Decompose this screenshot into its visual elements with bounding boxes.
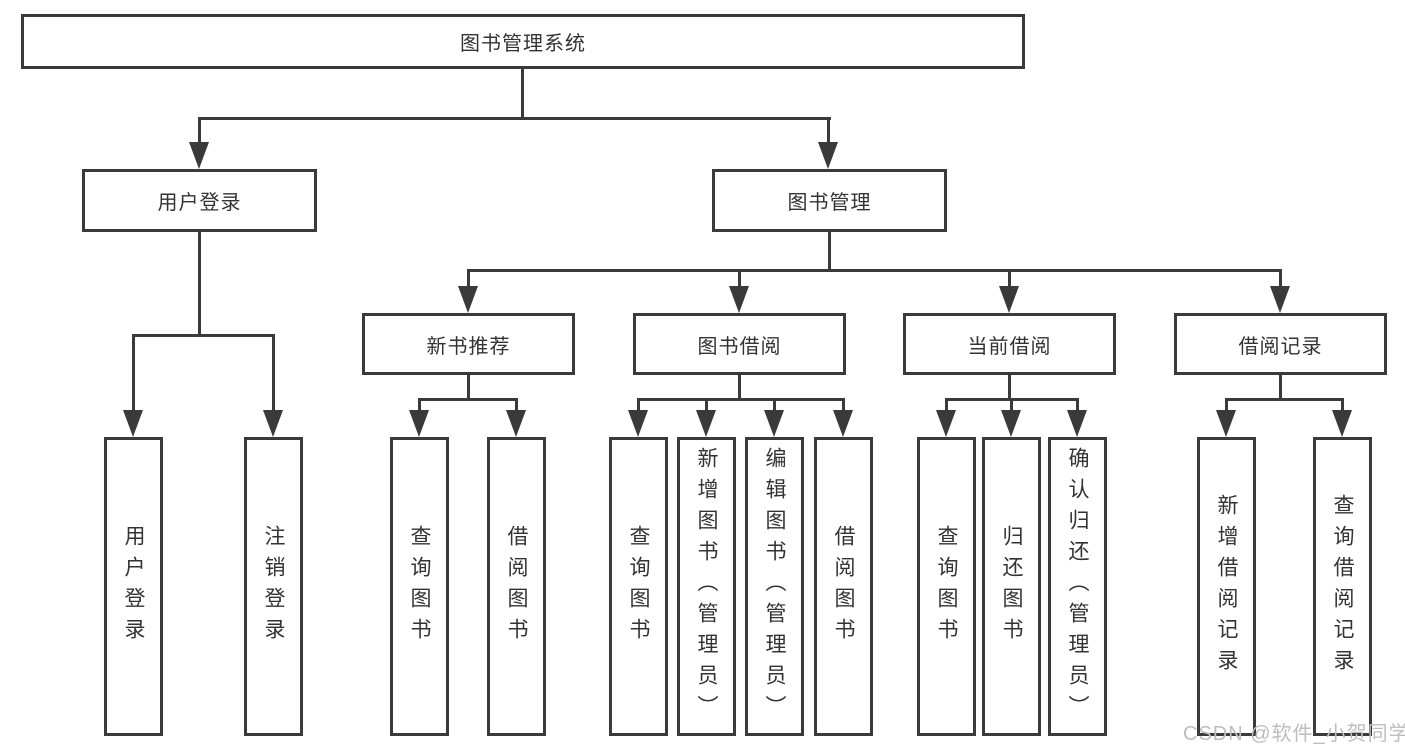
leaf-br-add-record: 新增借阅记录 xyxy=(1197,437,1256,736)
arrow-down-bb-add xyxy=(696,410,716,437)
arrow-down-bb-borrow xyxy=(833,410,853,437)
csdn-watermark: CSDN @软件_小贺同学 xyxy=(1183,723,1405,745)
leaf-nb-query-book-label: 查询图书 xyxy=(408,524,431,649)
node-current-borrow: 当前借阅 xyxy=(903,313,1116,375)
leaf-bb-edit-book-label: 编辑图书（管理员） xyxy=(763,447,786,726)
node-book-management-label: 图书管理 xyxy=(787,192,872,214)
connector-br-stem xyxy=(1279,375,1282,401)
connector-drop-book-management xyxy=(827,117,830,144)
connector-drop-leaf-logout xyxy=(272,334,275,413)
arrow-down-book-management xyxy=(818,142,838,169)
arrow-down-br-query xyxy=(1332,410,1352,437)
arrow-down-cb-confirm xyxy=(1067,410,1087,437)
node-current-borrow-label: 当前借阅 xyxy=(967,335,1052,358)
connector-root-rail xyxy=(198,117,831,120)
arrow-down-leaf-logout xyxy=(263,410,283,437)
leaf-user-login-label: 用户登录 xyxy=(122,524,145,649)
connector-book-management-rail xyxy=(467,269,1281,272)
leaf-bb-add-book: 新增图书（管理员） xyxy=(677,437,736,736)
connector-cb-stem xyxy=(1008,375,1011,401)
node-new-book-recommend: 新书推荐 xyxy=(362,313,575,375)
node-borrow-record-label: 借阅记录 xyxy=(1238,335,1323,358)
connector-drop-br-add xyxy=(1225,398,1228,413)
leaf-bb-borrow-book-label: 借阅图书 xyxy=(832,524,855,649)
arrow-down-cb-query xyxy=(936,410,956,437)
arrow-down-new-book-recommend xyxy=(458,286,478,313)
connector-drop-borrow-record xyxy=(1279,269,1282,290)
connector-bb-rail xyxy=(637,398,845,401)
leaf-nb-borrow-book-label: 借阅图书 xyxy=(505,524,528,649)
leaf-logout: 注销登录 xyxy=(244,437,303,736)
node-borrow-record: 借阅记录 xyxy=(1174,313,1387,375)
arrow-down-nb-query xyxy=(409,410,429,437)
arrow-down-bb-query xyxy=(628,410,648,437)
connector-drop-br-query xyxy=(1341,398,1344,413)
leaf-br-add-record-label: 新增借阅记录 xyxy=(1215,493,1238,680)
leaf-nb-query-book: 查询图书 xyxy=(390,437,449,736)
arrow-down-borrow-record xyxy=(1270,286,1290,313)
node-book-borrow: 图书借阅 xyxy=(633,313,846,375)
connector-user-login-rail xyxy=(132,334,275,337)
connector-nb-stem xyxy=(467,375,470,401)
node-user-login: 用户登录 xyxy=(82,169,317,232)
arrow-down-bb-edit xyxy=(764,410,784,437)
leaf-cb-confirm-return: 确认归还（管理员） xyxy=(1048,437,1107,736)
node-book-borrow-label: 图书借阅 xyxy=(697,335,782,358)
leaf-bb-borrow-book: 借阅图书 xyxy=(814,437,873,736)
leaf-bb-query-book-label: 查询图书 xyxy=(627,524,650,649)
connector-drop-bb-edit xyxy=(773,398,776,413)
connector-drop-cb-return xyxy=(1010,398,1013,413)
connector-drop-cb-confirm xyxy=(1076,398,1079,413)
arrow-down-nb-borrow xyxy=(506,410,526,437)
connector-drop-book-borrow xyxy=(738,269,741,290)
leaf-cb-query-book: 查询图书 xyxy=(917,437,976,736)
connector-br-rail xyxy=(1225,398,1344,401)
arrow-down-leaf-user-login xyxy=(123,410,143,437)
connector-drop-bb-add xyxy=(705,398,708,413)
connector-drop-bb-borrow xyxy=(842,398,845,413)
connector-nb-rail xyxy=(418,398,518,401)
leaf-cb-return-book-label: 归还图书 xyxy=(1000,524,1023,649)
node-root: 图书管理系统 xyxy=(21,14,1025,69)
leaf-cb-query-book-label: 查询图书 xyxy=(935,524,958,649)
node-root-label: 图书管理系统 xyxy=(460,33,586,55)
arrow-down-br-add xyxy=(1216,410,1236,437)
connector-drop-user-login xyxy=(198,117,201,144)
connector-drop-current-borrow xyxy=(1008,269,1011,290)
connector-user-login-stem xyxy=(198,232,201,336)
leaf-logout-label: 注销登录 xyxy=(262,524,285,649)
connector-drop-cb-query xyxy=(945,398,948,413)
leaf-br-query-record-label: 查询借阅记录 xyxy=(1331,493,1354,680)
arrow-down-current-borrow xyxy=(999,286,1019,313)
leaf-cb-return-book: 归还图书 xyxy=(982,437,1041,736)
leaf-cb-confirm-return-label: 确认归还（管理员） xyxy=(1066,447,1089,726)
leaf-bb-edit-book: 编辑图书（管理员） xyxy=(745,437,804,736)
leaf-nb-borrow-book: 借阅图书 xyxy=(487,437,546,736)
node-user-login-label: 用户登录 xyxy=(157,192,242,214)
node-book-management: 图书管理 xyxy=(712,169,947,232)
leaf-bb-add-book-label: 新增图书（管理员） xyxy=(695,447,718,726)
connector-drop-new-book-recommend xyxy=(467,269,470,290)
arrow-down-book-borrow xyxy=(729,286,749,313)
leaf-bb-query-book: 查询图书 xyxy=(609,437,668,736)
arrow-down-user-login xyxy=(189,142,209,169)
leaf-user-login: 用户登录 xyxy=(104,437,163,736)
arrow-down-cb-return xyxy=(1001,410,1021,437)
connector-book-management-stem xyxy=(828,232,831,272)
connector-root-stem xyxy=(521,69,524,119)
leaf-br-query-record: 查询借阅记录 xyxy=(1313,437,1372,736)
connector-drop-leaf-user-login xyxy=(132,334,135,413)
connector-drop-nb-borrow xyxy=(515,398,518,413)
connector-bb-stem xyxy=(738,375,741,401)
node-new-book-recommend-label: 新书推荐 xyxy=(426,335,511,358)
connector-drop-bb-query xyxy=(637,398,640,413)
connector-drop-nb-query xyxy=(418,398,421,413)
